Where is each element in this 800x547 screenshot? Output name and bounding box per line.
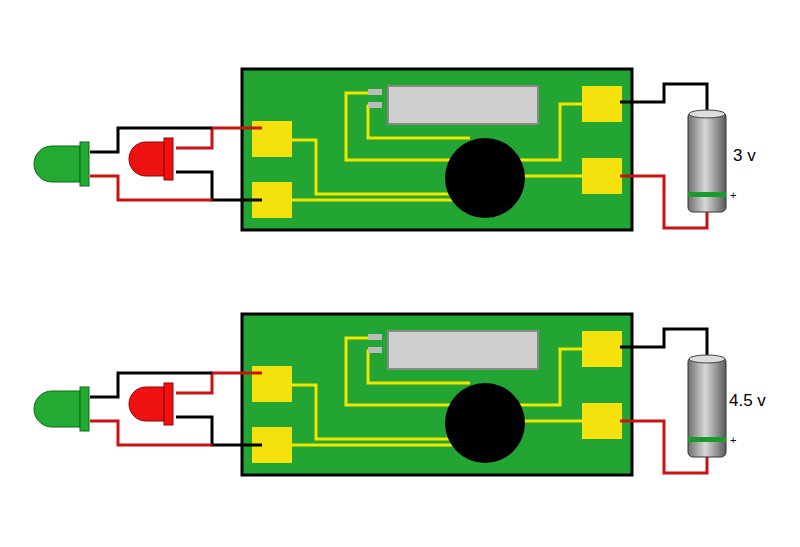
solder-pad <box>582 86 622 122</box>
wire <box>176 172 262 200</box>
epoxy-blob <box>445 383 525 463</box>
green-led-rim <box>80 387 89 431</box>
red-led-rim <box>164 138 173 180</box>
wire <box>620 84 707 112</box>
chip-pin <box>368 334 382 340</box>
pcb-board <box>242 314 632 475</box>
chip-component <box>388 86 538 124</box>
green-led <box>34 146 80 182</box>
solder-pad <box>582 158 622 194</box>
voltage-label: 4.5 v <box>729 392 766 409</box>
pcb-board <box>242 69 632 230</box>
battery-band <box>688 437 726 442</box>
wire <box>176 128 262 148</box>
battery <box>688 112 726 212</box>
circuit-unit <box>34 69 726 230</box>
chip-component <box>388 331 538 369</box>
battery-band <box>688 192 726 197</box>
wire <box>90 421 212 445</box>
pcb-trace <box>272 385 452 439</box>
solder-pad <box>252 121 292 157</box>
wire <box>176 373 262 393</box>
solder-pad <box>252 366 292 402</box>
polarity-mark: + <box>730 435 736 446</box>
pcb-trace <box>272 200 485 215</box>
solder-pad <box>582 331 622 367</box>
wire <box>620 329 707 357</box>
solder-pad <box>582 403 622 439</box>
wire <box>176 417 262 445</box>
polarity-mark: + <box>730 190 736 201</box>
voltage-label: 3 v <box>733 147 756 164</box>
chip-pin <box>368 89 382 95</box>
circuit-unit <box>34 314 726 475</box>
battery <box>688 357 726 457</box>
epoxy-blob <box>445 138 525 218</box>
green-led <box>34 391 80 427</box>
wire <box>90 176 212 200</box>
green-led-rim <box>80 142 89 186</box>
battery-top <box>689 110 725 118</box>
chip-pin <box>368 102 382 108</box>
chip-pin <box>368 347 382 353</box>
pcb-trace <box>272 445 485 460</box>
battery-top <box>689 355 725 363</box>
red-led <box>129 142 164 176</box>
red-led <box>129 387 164 421</box>
red-led-rim <box>164 383 173 425</box>
pcb-trace <box>272 140 452 194</box>
